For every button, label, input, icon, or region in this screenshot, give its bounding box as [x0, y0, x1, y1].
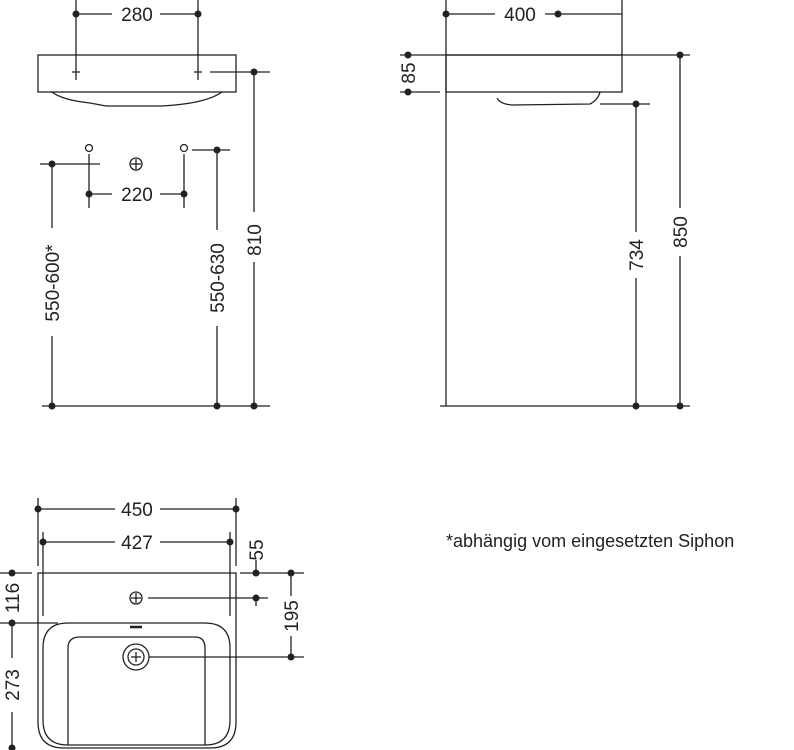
dim-220: 220 [121, 185, 153, 206]
dim-273: 273 [3, 669, 24, 701]
front-view: 280 810 220 550-600* 550-630 [37, 0, 270, 410]
basin-top [37, 572, 237, 749]
drain-center-icon [129, 157, 143, 171]
fixing-hole-icon [179, 143, 189, 153]
tap-hole-icon [129, 591, 143, 605]
top-view: 450 427 55 195 116 273 [0, 498, 304, 750]
dim-116: 116 [3, 583, 24, 613]
dim-195: 195 [282, 600, 303, 632]
dim-850: 850 [671, 216, 692, 248]
basin-front [37, 54, 237, 93]
footnote: *abhängig vom eingesetzten Siphon [446, 531, 735, 551]
dim-280: 280 [121, 5, 153, 26]
dim-427: 427 [121, 533, 153, 554]
fixing-hole-icon [84, 143, 94, 153]
dim-450: 450 [121, 500, 153, 521]
dim-550-600: 550-600* [43, 244, 64, 322]
dim-85: 85 [399, 62, 420, 83]
side-view: 400 85 734 850 [399, 0, 692, 410]
dim-810: 810 [245, 224, 266, 256]
dim-734: 734 [627, 239, 648, 271]
basin-side [445, 54, 623, 93]
dim-55: 55 [247, 539, 268, 560]
dim-400: 400 [504, 5, 536, 26]
dim-550-630: 550-630 [208, 243, 229, 313]
